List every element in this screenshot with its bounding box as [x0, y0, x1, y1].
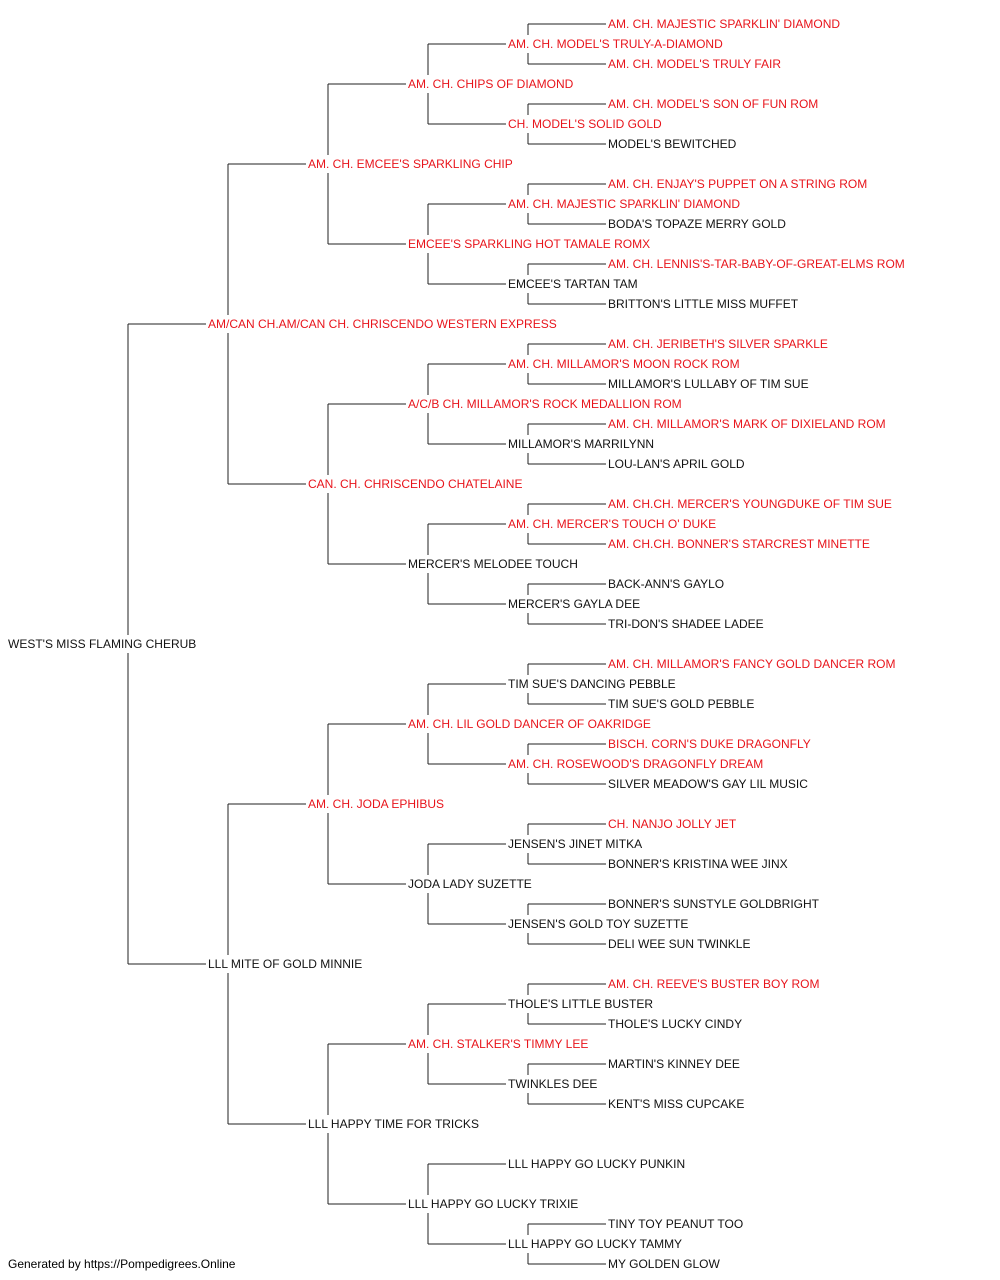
- pedigree-name-gen5: BRITTON'S LITTLE MISS MUFFET: [608, 297, 799, 311]
- pedigree-name-gen5: AM. CH. REEVE'S BUSTER BOY ROM: [608, 977, 819, 991]
- pedigree-name-gen5: AM. CH.CH. MERCER'S YOUNGDUKE OF TIM SUE: [608, 497, 892, 511]
- pedigree-name-gen4: THOLE'S LITTLE BUSTER: [508, 997, 653, 1011]
- pedigree-name-gen4: LLL HAPPY GO LUCKY TAMMY: [508, 1237, 682, 1251]
- pedigree-name-gen2: CAN. CH. CHRISCENDO CHATELAINE: [308, 477, 522, 491]
- pedigree-name-gen3: AM. CH. CHIPS OF DIAMOND: [408, 77, 574, 91]
- pedigree-name-gen5: BODA'S TOPAZE MERRY GOLD: [608, 217, 786, 231]
- pedigree-name-gen5: MY GOLDEN GLOW: [608, 1257, 720, 1271]
- pedigree-name-gen5: AM. CH. MODEL'S SON OF FUN ROM: [608, 97, 818, 111]
- pedigree-name-gen4: MILLAMOR'S MARRILYNN: [508, 437, 654, 451]
- pedigree-name-gen5: DELI WEE SUN TWINKLE: [608, 937, 750, 951]
- pedigree-name-gen4: JENSEN'S JINET MITKA: [508, 837, 642, 851]
- pedigree-name-gen5: KENT'S MISS CUPCAKE: [608, 1097, 744, 1111]
- pedigree-name-gen2: AM. CH. EMCEE'S SPARKLING CHIP: [308, 157, 513, 171]
- pedigree-name-gen5: BACK-ANN'S GAYLO: [608, 577, 724, 591]
- pedigree-name-gen5: AM. CH. MILLAMOR'S FANCY GOLD DANCER ROM: [608, 657, 895, 671]
- pedigree-name-gen5: BISCH. CORN'S DUKE DRAGONFLY: [608, 737, 811, 751]
- pedigree-name-gen3: LLL HAPPY GO LUCKY TRIXIE: [408, 1197, 578, 1211]
- pedigree-name-gen5: MODEL'S BEWITCHED: [608, 137, 737, 151]
- pedigree-name-gen3: A/C/B CH. MILLAMOR'S ROCK MEDALLION ROM: [408, 397, 682, 411]
- pedigree-name-gen4: AM. CH. MILLAMOR'S MOON ROCK ROM: [508, 357, 740, 371]
- pedigree-name-gen4: AM. CH. ROSEWOOD'S DRAGONFLY DREAM: [508, 757, 763, 771]
- pedigree-name-gen5: TRI-DON'S SHADEE LADEE: [608, 617, 764, 631]
- pedigree-name-gen2: AM. CH. JODA EPHIBUS: [308, 797, 444, 811]
- pedigree-name-gen4: LLL HAPPY GO LUCKY PUNKIN: [508, 1157, 685, 1171]
- pedigree-name-gen1: LLL MITE OF GOLD MINNIE: [208, 957, 362, 971]
- pedigree-name-gen5: MARTIN'S KINNEY DEE: [608, 1057, 740, 1071]
- pedigree-name-gen4: AM. CH. MAJESTIC SPARKLIN' DIAMOND: [508, 197, 740, 211]
- footer-credit: Generated by https://Pompedigrees.Online: [8, 1257, 236, 1271]
- pedigree-name-gen1: AM/CAN CH.AM/CAN CH. CHRISCENDO WESTERN …: [208, 317, 557, 331]
- pedigree-name-gen5: SILVER MEADOW'S GAY LIL MUSIC: [608, 777, 808, 791]
- pedigree-name-gen4: CH. MODEL'S SOLID GOLD: [508, 117, 662, 131]
- pedigree-name-gen4: AM. CH. MERCER'S TOUCH O' DUKE: [508, 517, 716, 531]
- pedigree-name-gen3: AM. CH. LIL GOLD DANCER OF OAKRIDGE: [408, 717, 651, 731]
- pedigree-name-gen3: MERCER'S MELODEE TOUCH: [408, 557, 578, 571]
- pedigree-name-gen4: EMCEE'S TARTAN TAM: [508, 277, 638, 291]
- pedigree-name-gen4: JENSEN'S GOLD TOY SUZETTE: [508, 917, 688, 931]
- pedigree-name-gen4: TIM SUE'S DANCING PEBBLE: [508, 677, 676, 691]
- pedigree-name-gen5: TIM SUE'S GOLD PEBBLE: [608, 697, 754, 711]
- pedigree-name-gen5: BONNER'S SUNSTYLE GOLDBRIGHT: [608, 897, 820, 911]
- pedigree-name-gen5: CH. NANJO JOLLY JET: [608, 817, 737, 831]
- pedigree-name-gen5: MILLAMOR'S LULLABY OF TIM SUE: [608, 377, 809, 391]
- pedigree-name-gen5: AM. CH. MODEL'S TRULY FAIR: [608, 57, 781, 71]
- pedigree-name-gen5: THOLE'S LUCKY CINDY: [608, 1017, 742, 1031]
- pedigree-name-gen5: AM. CH. MILLAMOR'S MARK OF DIXIELAND ROM: [608, 417, 886, 431]
- pedigree-name-gen3: AM. CH. STALKER'S TIMMY LEE: [408, 1037, 588, 1051]
- pedigree-name-gen2: LLL HAPPY TIME FOR TRICKS: [308, 1117, 479, 1131]
- pedigree-name-gen5: AM. CH. JERIBETH'S SILVER SPARKLE: [608, 337, 828, 351]
- pedigree-name-gen3: EMCEE'S SPARKLING HOT TAMALE ROMX: [408, 237, 650, 251]
- pedigree-name-gen5: LOU-LAN'S APRIL GOLD: [608, 457, 745, 471]
- pedigree-name-gen4: MERCER'S GAYLA DEE: [508, 597, 640, 611]
- pedigree-name-gen0: WEST'S MISS FLAMING CHERUB: [8, 637, 196, 651]
- pedigree-name-gen5: BONNER'S KRISTINA WEE JINX: [608, 857, 788, 871]
- pedigree-name-gen5: AM. CH. LENNIS'S-TAR-BABY-OF-GREAT-ELMS …: [608, 257, 905, 271]
- pedigree-name-gen5: TINY TOY PEANUT TOO: [608, 1217, 743, 1231]
- pedigree-name-gen5: AM. CH.CH. BONNER'S STARCREST MINETTE: [608, 537, 870, 551]
- pedigree-name-gen4: AM. CH. MODEL'S TRULY-A-DIAMOND: [508, 37, 723, 51]
- pedigree-name-gen3: JODA LADY SUZETTE: [408, 877, 532, 891]
- pedigree-name-gen5: AM. CH. MAJESTIC SPARKLIN' DIAMOND: [608, 17, 840, 31]
- pedigree-name-gen5: AM. CH. ENJAY'S PUPPET ON A STRING ROM: [608, 177, 867, 191]
- pedigree-name-gen4: TWINKLES DEE: [508, 1077, 597, 1091]
